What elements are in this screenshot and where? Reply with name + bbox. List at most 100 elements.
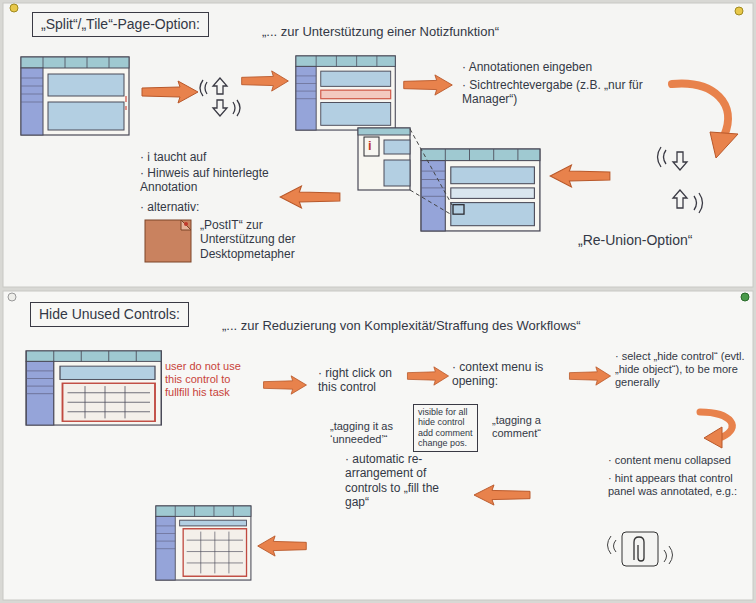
flow-arrows <box>264 376 307 394</box>
paper-sheets <box>8 293 16 301</box>
screen-sketch <box>60 366 155 379</box>
screen-sketch <box>421 149 540 231</box>
node-text: add comment <box>418 428 473 438</box>
screen-sketch <box>187 532 243 574</box>
screen-sketch <box>453 205 464 214</box>
flow-arrows <box>280 186 340 208</box>
reunion-symbol <box>673 152 687 170</box>
option-label: „Re-Union-Option“ <box>578 232 738 249</box>
screen-sketch <box>26 351 161 425</box>
screen-sketch <box>21 57 129 135</box>
zoom-inset <box>384 140 410 154</box>
screen-sketch <box>68 386 151 418</box>
heading-box: „Split“/„Tile“-Page-Option: <box>32 12 209 37</box>
reunion-symbol <box>658 147 703 213</box>
split-symbol <box>200 78 240 116</box>
flow-arrows <box>407 367 448 385</box>
bullet-note: · ℹ taucht auf <box>140 150 270 164</box>
node-text: Hide Unused Controls: <box>39 306 180 323</box>
menu-note: „tagging a comment“ <box>492 414 554 440</box>
flow-arrows <box>474 485 530 505</box>
screen-sketch <box>125 96 126 110</box>
subtitle: „... zur Reduzierung von Komplexität/Str… <box>222 318 742 334</box>
bullet-note: · context menu is opening: <box>452 360 564 389</box>
zoom-inset <box>364 137 379 156</box>
screen-sketch <box>26 351 161 425</box>
reunion-symbol <box>673 190 687 208</box>
screen-sketch <box>321 103 391 126</box>
subtitle: „... zur Unterstützung einer Notizfunkti… <box>262 24 622 40</box>
zoom-inset <box>358 128 452 215</box>
info-icon-letter: i <box>368 138 378 154</box>
postit-icon <box>184 222 188 226</box>
screen-sketch <box>321 90 391 99</box>
paper-sheets <box>735 7 743 15</box>
menu-note: „tagging it as ‘unneeded’“ <box>330 420 410 446</box>
flow-arrows <box>550 165 610 187</box>
flow-arrows <box>142 81 198 103</box>
zoom-inset <box>358 128 410 190</box>
screen-sketch <box>63 383 156 421</box>
postit-icon <box>145 220 191 262</box>
screen-sketch <box>296 56 395 130</box>
flow-arrows <box>242 71 289 91</box>
paper-sheets <box>3 291 753 600</box>
flow-arrows <box>672 84 728 136</box>
screen-sketch <box>321 71 391 86</box>
flow-arrows <box>258 536 307 556</box>
node-text: „Split“/„Tile“-Page-Option: <box>41 16 200 33</box>
bullet-note: · Sichtrechtevergabe (z.B. „nur für Mana… <box>462 78 662 107</box>
flow-arrows <box>280 186 340 208</box>
screen-sketch <box>21 57 129 135</box>
context-menu: visible for allhide controladd commentch… <box>413 404 478 452</box>
bullet-note: · alternativ: <box>140 200 270 214</box>
hint-icon <box>622 532 658 566</box>
bullet-note: · Hinweis auf hinterlegte Annotation <box>140 166 270 195</box>
heading-box: Hide Unused Controls: <box>30 302 189 327</box>
node-text: visible for all <box>418 407 473 417</box>
split-symbol <box>213 100 227 116</box>
paper-sheets <box>741 293 749 301</box>
hint-icon <box>608 536 673 564</box>
annotation-red: user do not use this control to fullfill… <box>165 360 257 400</box>
screen-sketch <box>296 56 395 130</box>
node-text: hide control <box>418 417 473 427</box>
paper-sheets <box>10 4 18 12</box>
screen-sketch <box>451 188 535 199</box>
screen-sketch <box>48 102 124 130</box>
postit-icon <box>145 220 191 262</box>
postit-icon <box>181 220 191 230</box>
split-symbol <box>213 78 227 94</box>
hint-icon <box>608 532 673 566</box>
reunion-symbol <box>658 147 703 213</box>
screen-sketch <box>156 506 251 580</box>
screen-sketch <box>156 506 251 580</box>
screen-sketch <box>48 74 124 96</box>
hint-icon <box>634 537 644 561</box>
zoom-inset <box>410 129 452 215</box>
flow-arrows <box>550 165 610 187</box>
screen-sketch <box>180 520 247 526</box>
flow-arrows <box>474 485 530 505</box>
paper-sheets <box>3 3 753 287</box>
bullet-note: · content menu collapsed <box>608 454 748 467</box>
bullet-note: · Annotationen eingeben <box>462 60 662 74</box>
flow-arrows <box>710 132 738 158</box>
flow-arrows <box>569 367 610 385</box>
screen-sketch <box>183 529 246 577</box>
bullet-note: · automatic re-arrangement of controls t… <box>345 452 457 510</box>
split-symbol <box>200 80 240 116</box>
flow-arrows <box>258 536 307 556</box>
note-text: „PostIT“ zur Unterstützung der Desktopme… <box>200 218 310 261</box>
zoom-inset <box>384 160 410 186</box>
screen-sketch <box>451 167 535 184</box>
flow-arrows <box>404 75 453 95</box>
node-text: change pos. <box>418 438 473 448</box>
zoom-inset <box>358 128 410 135</box>
screen-sketch <box>451 203 535 226</box>
paper-sheets <box>3 3 753 600</box>
bullet-note: · select „hide control“ (evtl. „hide obj… <box>615 350 747 390</box>
flow-arrows <box>704 427 722 448</box>
bullet-note: · right click on this control <box>318 366 404 395</box>
